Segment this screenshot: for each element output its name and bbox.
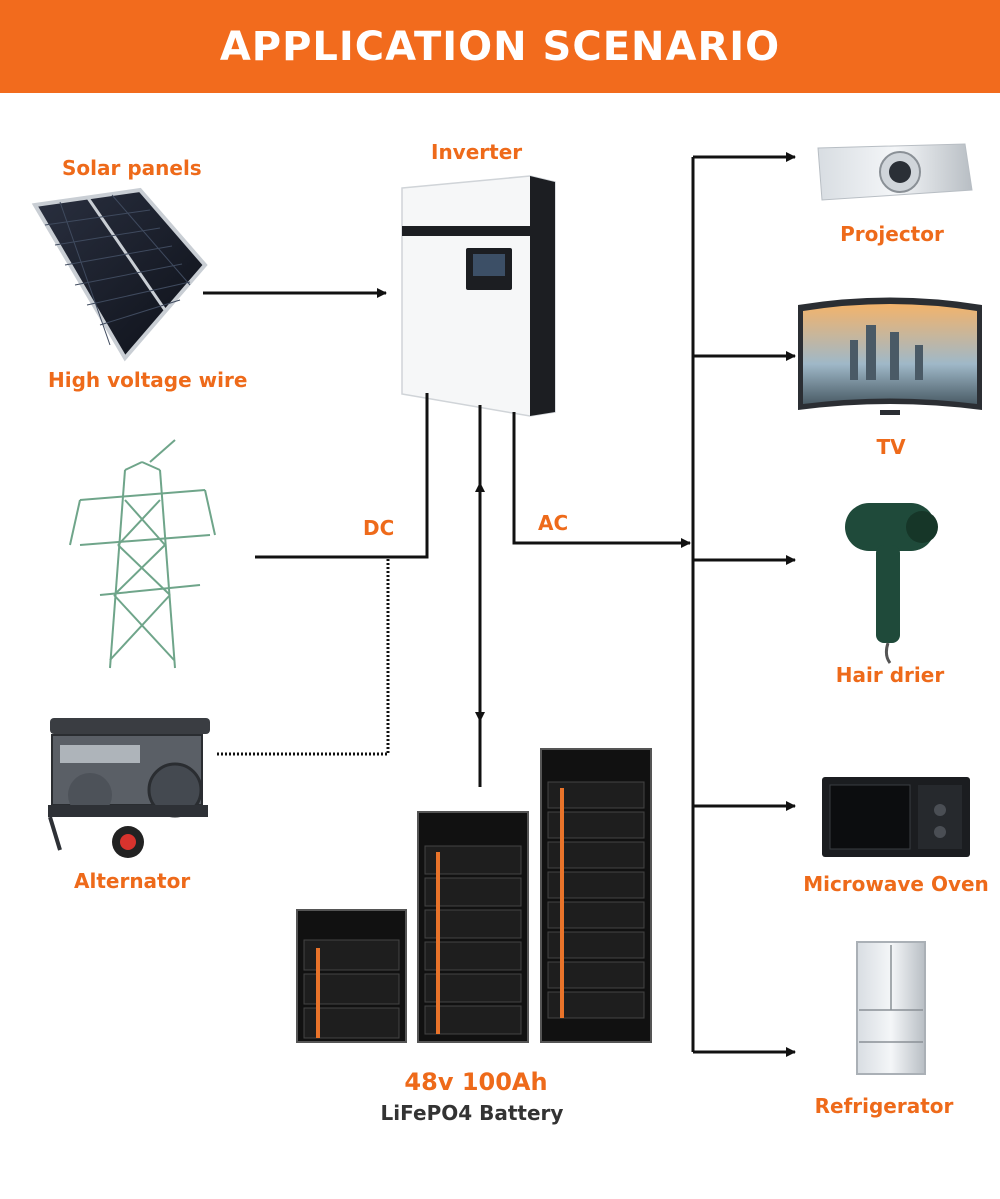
solar-panels-image — [31, 187, 208, 362]
microwave-oven-label: Microwave Oven — [803, 872, 989, 896]
generator-line — [217, 558, 390, 756]
inverter-label: Inverter — [431, 140, 523, 164]
high-voltage-wire-label: High voltage wire — [48, 368, 248, 392]
page-title: APPLICATION SCENARIO — [219, 23, 781, 70]
alternator-label: Alternator — [74, 869, 191, 893]
tv-image — [798, 297, 982, 415]
transmission-tower-image — [69, 439, 216, 669]
header-banner: APPLICATION SCENARIO — [0, 0, 1000, 93]
grid-dc-line — [255, 393, 429, 559]
hair-drier-label: Hair drier — [835, 663, 945, 687]
solar-panels-label: Solar panels — [62, 156, 202, 180]
ac-output-line — [512, 412, 691, 548]
projector-image — [817, 143, 973, 201]
refrigerator-image — [856, 941, 926, 1075]
projector-label: Projector — [840, 222, 944, 246]
tv-label: TV — [876, 435, 906, 459]
microwave-image — [822, 777, 970, 857]
generator-image — [48, 718, 210, 858]
battery-spec-label: 48v 100Ah — [404, 1068, 548, 1096]
hair-dryer-image — [845, 503, 938, 664]
battery-rack-large — [540, 748, 652, 1043]
battery-rack-small — [296, 909, 407, 1043]
refrigerator-label: Refrigerator — [814, 1094, 954, 1118]
inverter-image — [401, 175, 556, 417]
ac-label: AC — [538, 511, 569, 535]
dc-label: DC — [363, 516, 395, 540]
battery-type-label: LiFePO4 Battery — [380, 1101, 564, 1125]
battery-rack-medium — [417, 811, 529, 1043]
